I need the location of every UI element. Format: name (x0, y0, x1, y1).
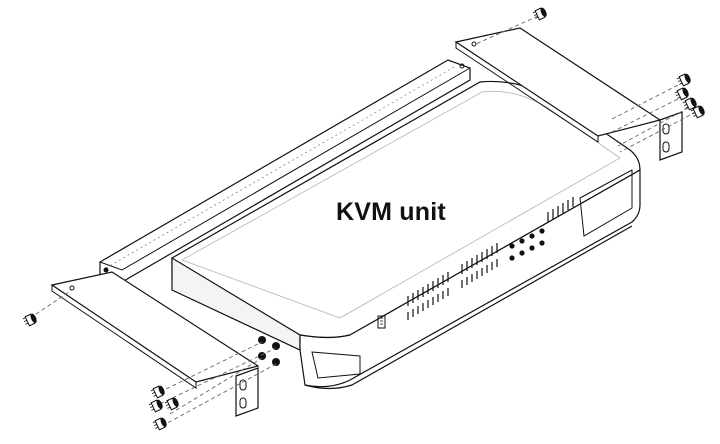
kvm-unit (171, 80, 641, 390)
side-mount-holes (258, 336, 280, 366)
alignment-lines (29, 15, 697, 427)
screw-icon (673, 86, 691, 102)
screw-icon (531, 6, 549, 22)
screw-icon (147, 398, 165, 414)
screw-icon (21, 312, 39, 328)
screw-icon (151, 416, 169, 432)
screw-icon (675, 72, 693, 88)
left-rack-bracket (50, 271, 260, 417)
right-rack-bracket (454, 27, 683, 161)
screw-icon (149, 384, 167, 400)
